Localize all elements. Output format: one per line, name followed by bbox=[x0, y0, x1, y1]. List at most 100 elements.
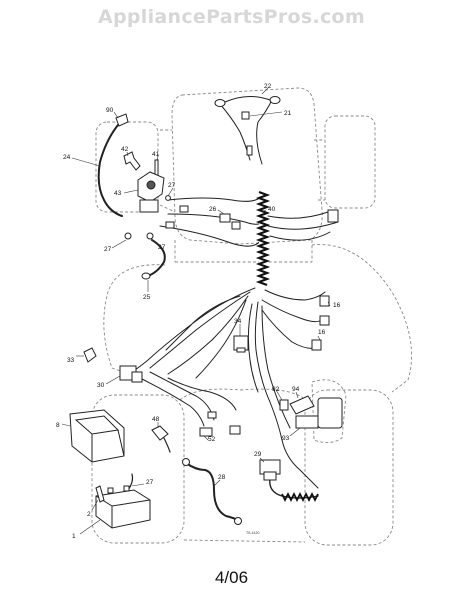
front-right-wheel bbox=[324, 115, 376, 209]
switch-94 bbox=[289, 395, 315, 415]
callout-41: 41 bbox=[152, 151, 160, 158]
spiral-wrap bbox=[281, 491, 319, 503]
components bbox=[69, 96, 343, 529]
ignition-key-slot bbox=[146, 180, 156, 190]
clip-90 bbox=[115, 113, 129, 127]
callout-94: 94 bbox=[292, 386, 300, 393]
wire-harness-main bbox=[159, 195, 266, 247]
callout-27-battery: 27 bbox=[146, 479, 154, 486]
connector-26b bbox=[231, 221, 241, 230]
wire-harness-lower-right bbox=[261, 289, 326, 349]
callout-33: 33 bbox=[67, 357, 75, 364]
connector-16-c bbox=[311, 339, 322, 351]
battery-post-left bbox=[107, 487, 114, 494]
bolt-2 bbox=[95, 485, 105, 503]
callout-29: 29 bbox=[254, 451, 262, 458]
switch-92 bbox=[279, 399, 289, 411]
connector-harness-a bbox=[179, 205, 189, 213]
connector-harness-b bbox=[165, 221, 175, 229]
connector-mid bbox=[246, 145, 253, 156]
callout-16-upper: 16 bbox=[333, 302, 341, 309]
wire-harness-branch-left bbox=[139, 371, 237, 427]
callout-30: 30 bbox=[97, 382, 105, 389]
callout-28: 28 bbox=[218, 474, 226, 481]
wire-harness-right bbox=[267, 211, 339, 241]
battery-box-rim bbox=[91, 429, 125, 462]
connector-16-b bbox=[319, 315, 330, 326]
cable-terminal-bottom bbox=[234, 517, 242, 525]
connector-branch bbox=[207, 411, 217, 419]
callout-labels: 22 21 90 24 42 41 43 27 26 40 27 27 25 1… bbox=[56, 83, 341, 540]
connector-16-a bbox=[319, 295, 330, 307]
diagram-code: TS-4120 bbox=[246, 531, 259, 535]
deck-right-outline bbox=[311, 244, 413, 393]
relay-34-tab bbox=[236, 347, 246, 353]
rear-right-wheel bbox=[304, 389, 394, 546]
battery-box-8 bbox=[69, 409, 125, 463]
connector-21 bbox=[241, 111, 250, 120]
terminal-27-switch bbox=[165, 195, 171, 201]
seat-switch-housing bbox=[317, 397, 343, 429]
rear-body bbox=[179, 388, 307, 543]
callout-1: 1 bbox=[72, 533, 76, 540]
callout-8: 8 bbox=[56, 422, 60, 429]
headlight-connector-right bbox=[269, 96, 281, 104]
wire-harness-left bbox=[127, 287, 256, 379]
terminal-27-left bbox=[124, 232, 132, 240]
callout-2: 2 bbox=[87, 511, 91, 518]
wire-harness-upper bbox=[219, 99, 273, 165]
screw-41 bbox=[154, 159, 159, 177]
callout-90: 90 bbox=[106, 107, 114, 114]
key-42 bbox=[123, 151, 141, 171]
callout-16-lower: 16 bbox=[318, 329, 326, 336]
callout-24: 24 bbox=[63, 154, 71, 161]
connector-52 bbox=[199, 427, 213, 437]
frame-rear bbox=[174, 240, 313, 263]
deck-left-outline bbox=[103, 264, 166, 379]
cable-terminal-top bbox=[182, 458, 190, 466]
page-footer: 4/06 bbox=[214, 568, 249, 587]
callout-34: 34 bbox=[234, 318, 242, 325]
callout-93: 93 bbox=[282, 435, 290, 442]
callout-43: 43 bbox=[114, 190, 122, 197]
leader-lines bbox=[61, 87, 331, 535]
wire-28 bbox=[185, 462, 239, 521]
coiled-harness-40 bbox=[255, 190, 271, 287]
solenoid-29-base bbox=[263, 471, 277, 481]
connector-right-top bbox=[327, 209, 339, 223]
callout-27-left: 27 bbox=[104, 246, 112, 253]
wire-harness-seat bbox=[281, 439, 319, 489]
wire-24 bbox=[97, 124, 123, 217]
wire-harness-down bbox=[247, 301, 291, 441]
chassis-outline bbox=[91, 87, 413, 546]
ignition-base bbox=[139, 199, 159, 213]
headlight-wire-22 bbox=[224, 96, 271, 103]
frame-front bbox=[159, 129, 325, 213]
rear-left-wheel bbox=[91, 394, 185, 544]
fuse-holder-48 bbox=[151, 425, 169, 441]
callout-25: 25 bbox=[143, 294, 151, 301]
battery-post-right bbox=[123, 485, 130, 492]
clip-33 bbox=[83, 347, 97, 363]
terminal-27-mid bbox=[146, 232, 154, 240]
headlight-connector-left bbox=[214, 99, 226, 107]
connector-30-b bbox=[131, 371, 143, 383]
connector-26a bbox=[219, 213, 231, 223]
battery-1 bbox=[95, 489, 151, 529]
bracket-93 bbox=[295, 415, 319, 429]
hood-outline bbox=[171, 87, 323, 245]
callout-27-switch: 27 bbox=[168, 182, 176, 189]
callout-22: 22 bbox=[264, 83, 272, 90]
callout-26: 26 bbox=[209, 206, 217, 213]
terminal-25 bbox=[141, 272, 151, 280]
callout-48: 48 bbox=[152, 416, 160, 423]
callout-21: 21 bbox=[284, 110, 292, 117]
callout-40: 40 bbox=[268, 206, 276, 213]
callout-27-mid: 27 bbox=[158, 244, 166, 251]
callout-52: 52 bbox=[208, 436, 216, 443]
coil-path bbox=[255, 190, 271, 287]
fuse-52 bbox=[229, 425, 241, 435]
callout-92: 92 bbox=[272, 386, 280, 393]
watermark: AppliancePartsPros.com bbox=[97, 6, 365, 28]
